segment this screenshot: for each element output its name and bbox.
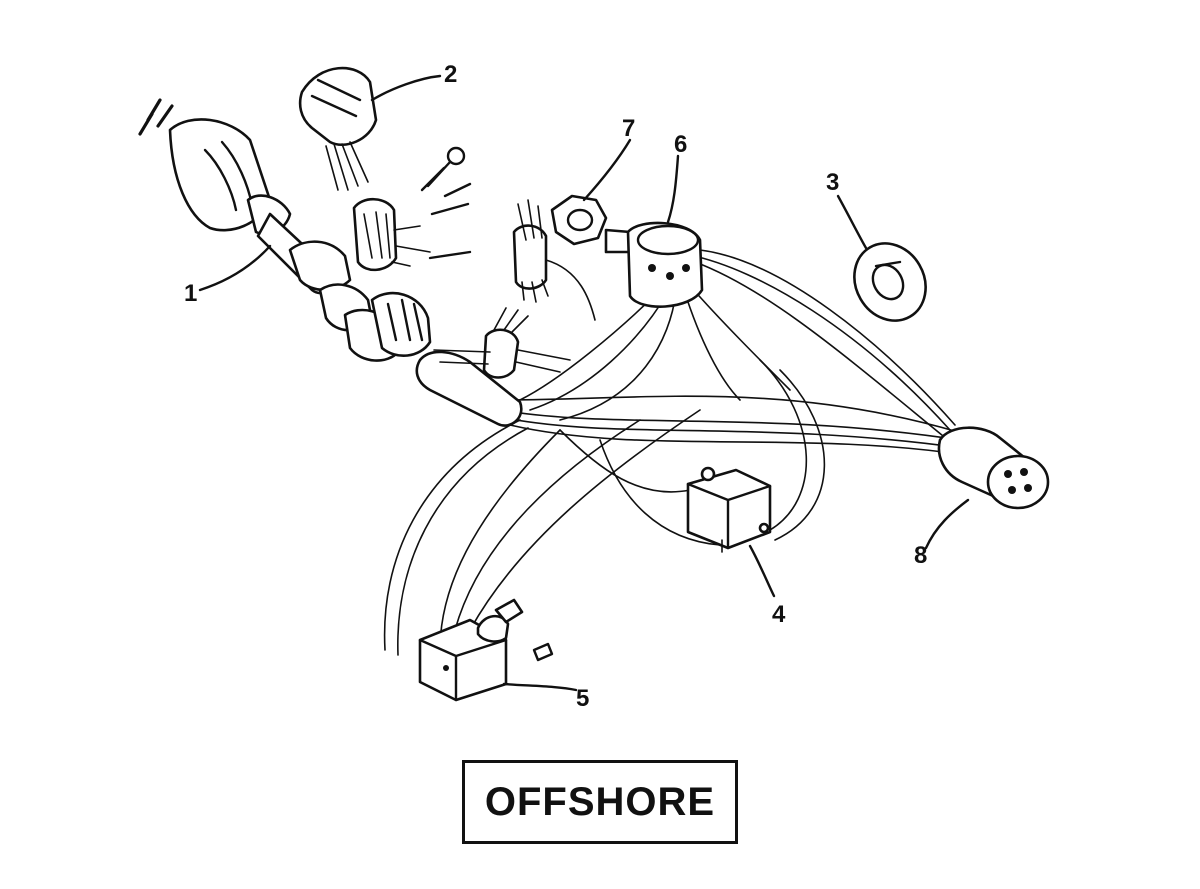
connector-plug — [138, 98, 400, 362]
receptacle-connector — [937, 426, 1050, 510]
toggle-switch — [418, 598, 554, 702]
callout-2: 2 — [444, 61, 457, 88]
callout-8: 8 — [914, 542, 927, 569]
terminal-cluster-center — [433, 199, 596, 379]
rubber-grommet — [853, 242, 927, 322]
callout-5: 5 — [576, 685, 589, 712]
wire-bundle — [383, 249, 966, 656]
callout-7: 7 — [622, 115, 635, 142]
callout-1: 1 — [184, 280, 197, 307]
sensor-body — [604, 221, 704, 308]
caption-badge: OFFSHORE — [462, 760, 738, 844]
callout-3: 3 — [826, 169, 839, 196]
callout-4: 4 — [772, 601, 786, 628]
harness-socket — [370, 291, 523, 427]
hex-nut — [550, 194, 608, 246]
terminal-cluster-left — [352, 146, 472, 272]
callout-6: 6 — [674, 131, 687, 158]
callout-leaders — [198, 74, 970, 692]
connector-housing — [298, 66, 378, 191]
caption-text: OFFSHORE — [484, 779, 716, 824]
capacitor-box — [686, 466, 772, 553]
